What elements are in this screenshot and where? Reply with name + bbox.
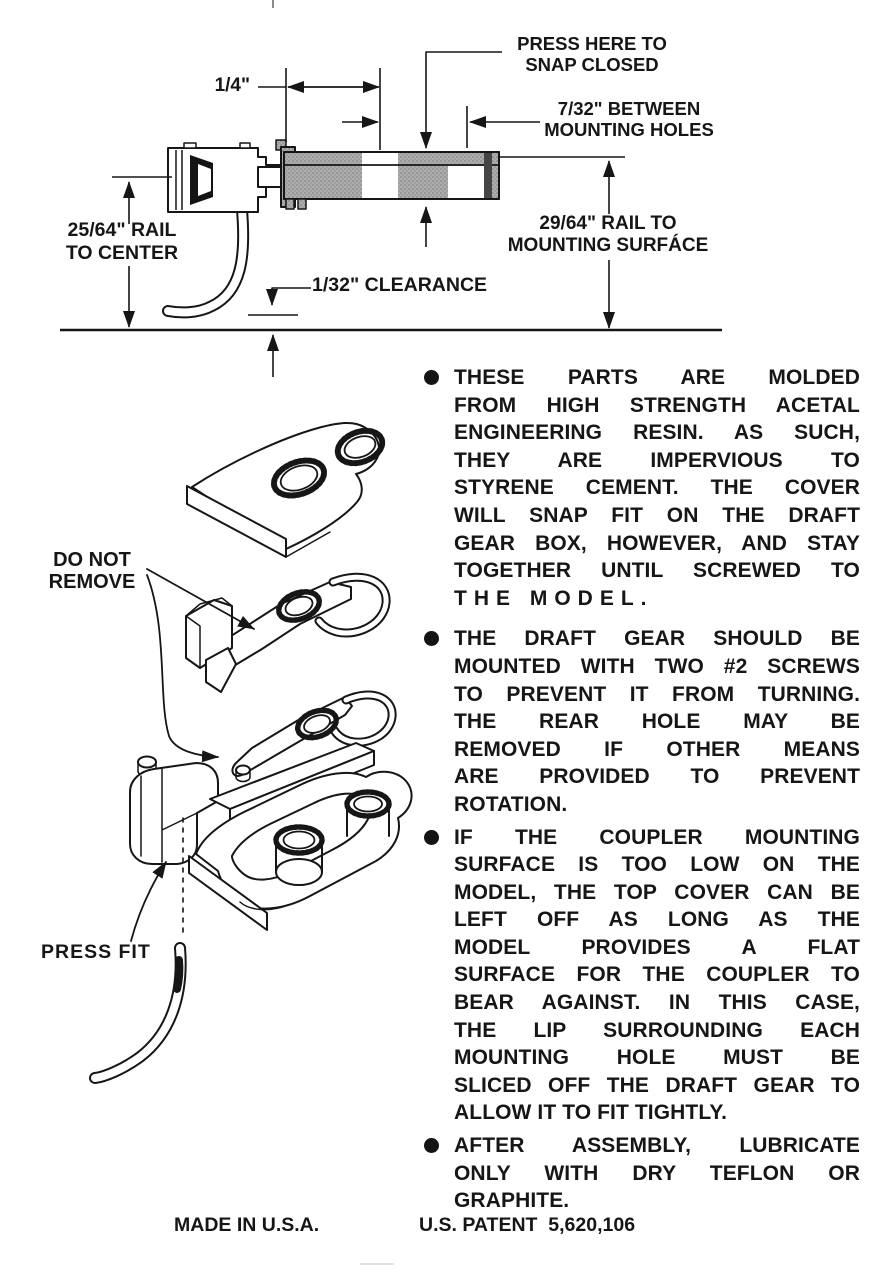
label-line: 29/64" RAIL TO — [539, 213, 677, 234]
instruction-line: SURFACE IS TOO LOW ON THE — [454, 853, 860, 877]
instructions-list: THESE PARTS ARE MOLDED FROM HIGH STRENGTH… — [424, 364, 866, 1220]
label-line: REMOVE — [48, 570, 136, 593]
instruction-item: IF THE COUPLER MOUNTING SURFACE IS TOO LO… — [424, 824, 866, 1128]
trip-pin-part — [89, 942, 187, 1084]
bullet-icon — [424, 1138, 439, 1154]
clearance-label: 1/32" CLEARANCE — [312, 274, 488, 296]
gearbox-cover-part — [186, 422, 386, 558]
box-front-lip — [188, 855, 268, 931]
instruction-line: MODEL, THE TOP COVER CAN BE — [454, 880, 860, 904]
instruction-line: THE MODEL. — [454, 586, 654, 610]
do-not-remove-arrow-1 — [146, 568, 255, 630]
instruction-line: FROM HIGH STRENGTH ACETAL — [454, 393, 860, 417]
trip-pin-side — [162, 204, 250, 319]
instruction-line: GEAR BOX, HOWEVER, AND STAY — [454, 531, 860, 555]
instruction-line: THE LIP SURROUNDING EACH — [454, 1018, 860, 1042]
instruction-line: THE REAR HOLE MAY BE — [454, 710, 860, 734]
instruction-line: TOGETHER UNTIL SCREWED TO — [454, 559, 860, 583]
instruction-line: ARE PROVIDED TO PREVENT — [454, 765, 860, 789]
instruction-line: THESE PARTS ARE MOLDED — [454, 366, 860, 389]
draft-gear-box-side — [275, 139, 500, 210]
label-line: DO NOT — [53, 549, 131, 571]
instruction-line: WILL SNAP FIT ON THE DRAFT — [454, 503, 860, 527]
label-line: 7/32" BETWEEN — [557, 98, 701, 119]
bullet-icon — [424, 370, 439, 385]
knurled-hole-ring — [334, 427, 386, 467]
instruction-line: ALLOW IT TO FIT TIGHTLY. — [454, 1101, 728, 1125]
exploded-view — [89, 422, 413, 1084]
coupler-head-side — [167, 142, 285, 213]
lid-arm-part — [231, 690, 397, 777]
instruction-line: ENGINEERING RESIN. AS SUCH, — [454, 421, 860, 445]
instruction-line: THE DRAFT GEAR SHOULD BE — [454, 627, 860, 651]
instruction-line: MOUNTED WITH TWO #2 SCREWS — [454, 654, 860, 678]
instruction-item: THE DRAFT GEAR SHOULD BE MOUNTED WITH TWO… — [424, 625, 866, 818]
label-line: SNAP CLOSED — [525, 54, 659, 75]
knurled-hole-ring — [276, 589, 322, 623]
instruction-line: SLICED OFF THE DRAFT GEAR TO — [454, 1073, 860, 1097]
instruction-line: THEY ARE IMPERVIOUS TO — [454, 448, 860, 472]
press-fit-label: PRESS FIT — [41, 941, 151, 963]
instruction-line: ONLY WITH DRY TEFLON OR — [454, 1161, 860, 1185]
press-fit-arrow — [130, 861, 167, 942]
pivot-knob — [137, 755, 157, 769]
knurled-hole-ring — [270, 457, 328, 499]
instruction-item: THESE PARTS ARE MOLDED FROM HIGH STRENGTH… — [424, 364, 866, 612]
instruction-line: ROTATION. — [454, 792, 568, 816]
side-view-diagram — [60, 0, 722, 377]
knuckle-spring-part — [185, 572, 391, 693]
press-here-label: PRESS HERE TO SNAP CLOSED — [492, 33, 692, 75]
gearbox-base-part — [129, 742, 413, 939]
instruction-text: THE DRAFT GEAR SHOULD BE MOUNTED WITH TWO… — [454, 625, 860, 818]
instruction-line: STYRENE CEMENT. THE COVER — [454, 476, 860, 500]
instruction-text: IF THE COUPLER MOUNTING SURFACE IS TOO LO… — [454, 824, 860, 1128]
pivot-boss — [235, 764, 251, 776]
scan-artifact — [360, 1263, 394, 1265]
press-here-leader — [420, 51, 502, 149]
instruction-text: AFTER ASSEMBLY, LUBRICATE ONLY WITH DRY T… — [454, 1132, 860, 1215]
pin-stripe — [173, 956, 184, 993]
instruction-line: LEFT OFF AS LONG AS THE — [454, 908, 860, 932]
label-line: TO CENTER — [65, 242, 179, 264]
made-in-usa-text: MADE IN U.S.A. — [174, 1214, 320, 1236]
bullet-icon — [424, 631, 439, 647]
instruction-line: MODEL PROVIDES A FLAT — [454, 935, 860, 959]
do-not-remove-label: DO NOT REMOVE — [36, 549, 148, 593]
instruction-line: AFTER ASSEMBLY, LUBRICATE — [454, 1134, 860, 1158]
label-line: MOUNTING SURFÁCE — [507, 234, 709, 256]
bullet-icon — [424, 829, 439, 845]
callout-leaders — [130, 568, 255, 942]
knurled-hole-ring — [294, 707, 340, 741]
instruction-line: MOUNTING HOLE MUST BE — [454, 1046, 860, 1070]
instruction-line: TO PREVENT IT FROM TURNING. — [454, 682, 860, 706]
do-not-remove-arrow-2 — [146, 574, 219, 763]
rail-to-mounting-label: 29/64" RAIL TO MOUNTING SURFÁCE — [492, 213, 724, 256]
between-holes-label: 7/32" BETWEEN MOUNTING HOLES — [536, 98, 722, 140]
instruction-line: GRAPHITE. — [454, 1189, 570, 1213]
label-line: 25/64" RAIL — [67, 219, 177, 241]
label-line: PRESS HERE TO — [517, 33, 667, 54]
instruction-line: SURFACE FOR THE COUPLER TO — [454, 963, 860, 987]
box-inner-wall — [231, 792, 371, 881]
instruction-line: BEAR AGAINST. IN THIS CASE, — [454, 991, 860, 1015]
instruction-line: IF THE COUPLER MOUNTING — [454, 825, 860, 849]
instruction-line: REMOVED IF OTHER MEANS — [454, 737, 860, 761]
quarter-inch-label: 1/4" — [214, 75, 250, 96]
clearance-leader — [266, 287, 311, 306]
dimension-lines — [112, 51, 625, 377]
label-line: MOUNTING HOLES — [544, 119, 714, 140]
instruction-item: AFTER ASSEMBLY, LUBRICATE ONLY WITH DRY T… — [424, 1132, 866, 1215]
rail-to-center-label: 25/64" RAIL TO CENTER — [54, 219, 190, 265]
instruction-text: THESE PARTS ARE MOLDED FROM HIGH STRENGTH… — [454, 364, 860, 612]
patent-number-text: U.S. PATENT 5,620,106 — [419, 1214, 636, 1236]
